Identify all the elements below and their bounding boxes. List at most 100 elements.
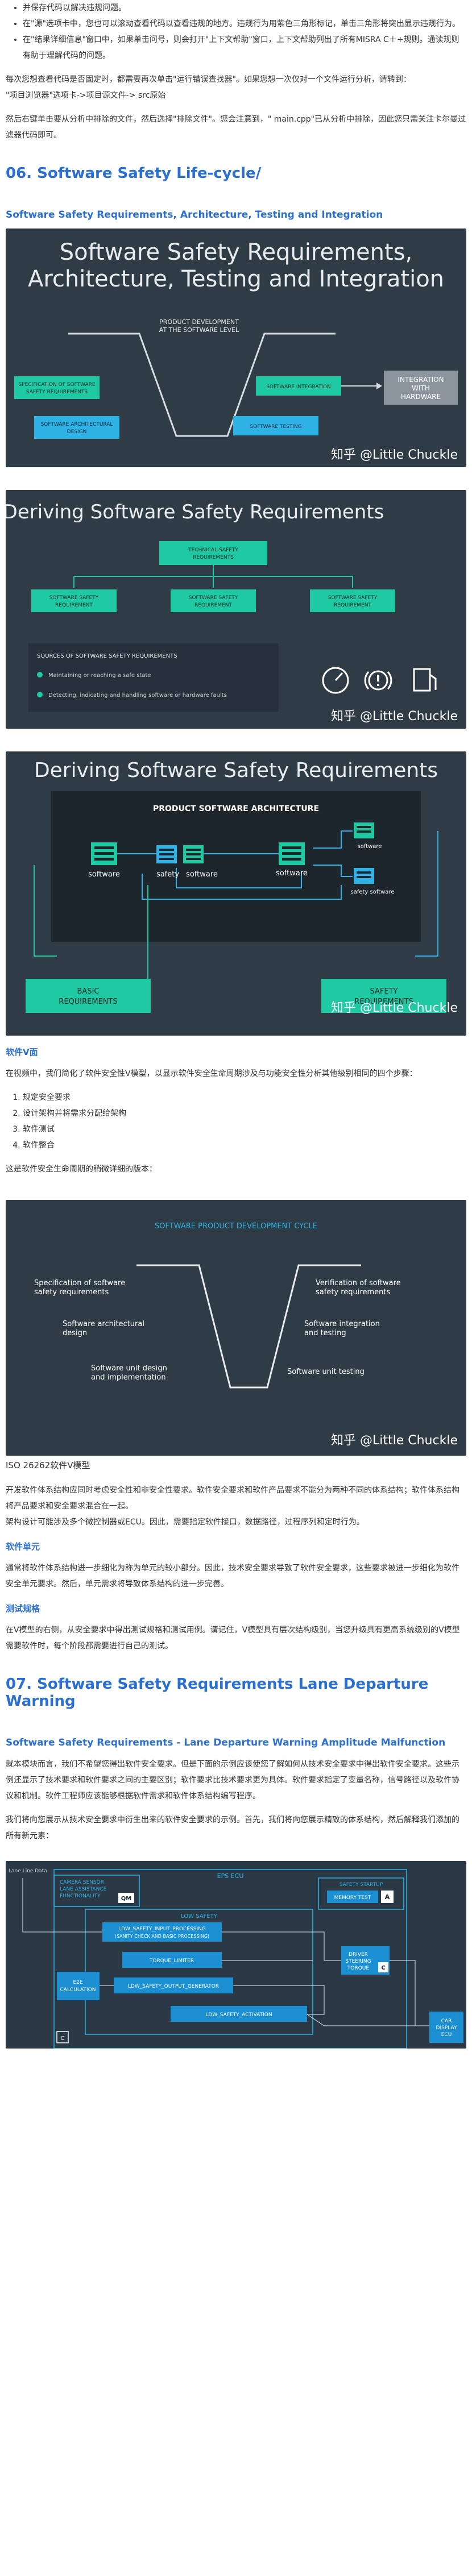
driver-label-3: TORQUE bbox=[347, 1966, 370, 1971]
subheading-architecture: Software Safety Requirements, Architectu… bbox=[6, 209, 383, 221]
architecture-panel bbox=[51, 791, 421, 942]
left-label-1b: safety requirements bbox=[34, 1288, 109, 1297]
fuel-hose-icon bbox=[429, 674, 437, 690]
v-model-overview-diagram: Software Safety Requirements, Architectu… bbox=[6, 228, 466, 467]
box-hw-label-3: HARDWARE bbox=[401, 393, 441, 401]
figure-iso-26262-v-model: SOFTWARE PRODUCT DEVELOPMENT CYCLE Speci… bbox=[6, 1200, 466, 1456]
watermark: 知乎 @Little Chuckle bbox=[331, 1001, 458, 1015]
v-shape-line bbox=[68, 333, 336, 437]
paragraph-software-unit: 通常将软件体系结构进一步细化为称为单元的较小部分。因此，技术安全要求导致了软件安… bbox=[6, 1564, 459, 1589]
exclamation-icon bbox=[377, 675, 379, 682]
sw-label-2: safety bbox=[156, 870, 179, 879]
software-block-4 bbox=[354, 822, 374, 838]
box-spec-label-1: SPECIFICATION OF SOFTWARE bbox=[18, 382, 95, 388]
torque-limiter-box bbox=[122, 1952, 222, 1968]
e2e-label-2: CALCULATION bbox=[60, 1987, 96, 1993]
v-shape-line bbox=[136, 1264, 361, 1389]
input-processing-label-2: (SANITY CHECK AND BASIC PROCESSING) bbox=[115, 1934, 209, 1939]
e2e-label-1: E2E bbox=[73, 1980, 82, 1985]
heading-software-unit: 软件单元 bbox=[6, 1542, 40, 1552]
basic-label-1: BASIC bbox=[77, 987, 100, 996]
list-item: 并保存代码以解决违规问题。 bbox=[23, 0, 466, 16]
paragraph-ldw-1: 就本模块而言，我们不希望您得出软件安全要求。但是下面的示例应该使您了解如何从技术… bbox=[6, 1760, 459, 1801]
paragraph-dev-1: 开发软件体系结构应同时考虑安全性和非安全性要求。软件安全要求和软件产品要求不能分… bbox=[6, 1486, 459, 1511]
architecture-connectors bbox=[114, 830, 353, 900]
watermark: 知乎 @Little Chuckle bbox=[331, 1434, 458, 1448]
center-label-line-1: PRODUCT DEVELOPMENT bbox=[159, 318, 239, 326]
signal-lines bbox=[22, 1878, 429, 2026]
software-block-2 bbox=[183, 845, 204, 863]
warning-circle-icon bbox=[368, 670, 388, 691]
box-integration-label: SOFTWARE INTEGRATION bbox=[266, 384, 331, 390]
box-tech-label-2: REQUIREMENTS bbox=[193, 555, 234, 560]
memory-asil-tag bbox=[381, 1891, 394, 1903]
left-label-2a: Software architectural bbox=[63, 1320, 144, 1328]
paragraph-dev-2: 架构设计可能涉及多个微控制器或ECU。因此，需要指定软件接口，数据路径，过程序列… bbox=[6, 1518, 365, 1527]
heading-test-spec: 测试规格 bbox=[6, 1603, 40, 1614]
asil-c-tag bbox=[56, 2031, 69, 2043]
right-label-3: Software unit testing bbox=[287, 1368, 365, 1376]
sw-label-6: safety software bbox=[351, 889, 395, 895]
safety-requirements-box bbox=[321, 979, 446, 1013]
activation-box bbox=[171, 2006, 307, 2022]
gauge-needle-icon bbox=[334, 672, 343, 682]
eps-ecu-boundary bbox=[53, 1869, 407, 2049]
e2e-calc-box bbox=[57, 1972, 100, 2000]
box-spec-label-2: SAFETY REQUIREMENTS bbox=[26, 389, 88, 395]
paragraph-run-check: 每次您想查看代码是否固定时，都需要再次单击"运行错误查找器"。如果您想一次仅对一… bbox=[6, 75, 411, 84]
driver-label-2: STEERING bbox=[345, 1959, 371, 1964]
box-tech-label-1: TECHNICAL SAFETY bbox=[188, 547, 238, 553]
car-label-3: ECU bbox=[441, 2032, 452, 2038]
list-item: 规定安全要求 bbox=[23, 1090, 466, 1106]
camera-label-3: FUNCTIONALITY bbox=[60, 1893, 101, 1899]
sources-title: SOURCES OF SOFTWARE SAFETY REQUIREMENTS bbox=[37, 653, 177, 659]
basic-connector bbox=[34, 865, 57, 957]
right-label-1b: safety requirements bbox=[316, 1288, 390, 1297]
box-software-testing bbox=[233, 416, 318, 435]
software-block-3 bbox=[279, 842, 305, 865]
iso-v-model-diagram: SOFTWARE PRODUCT DEVELOPMENT CYCLE Speci… bbox=[6, 1200, 466, 1456]
list-item: 在"源"选项卡中，您也可以滚动查看代码以查看违规的地方。违规行为用紫色三角形标记… bbox=[23, 16, 466, 32]
sw-label-3: software bbox=[186, 870, 218, 879]
architecture-title: PRODUCT SOFTWARE ARCHITECTURE bbox=[153, 804, 319, 813]
output-generator-box bbox=[114, 1977, 233, 1993]
figure-title-line-2: Architecture, Testing and Integration bbox=[28, 266, 444, 292]
figure-title: Deriving Software Safety Requirements bbox=[6, 501, 384, 523]
box-hw-label-1: INTEGRATION bbox=[398, 376, 444, 384]
list-item: 软件测试 bbox=[23, 1121, 466, 1137]
architecture-requirements-diagram: Deriving Software Safety Requirements PR… bbox=[6, 751, 466, 1036]
safety-block bbox=[156, 845, 177, 863]
req-2-label-1: SOFTWARE SAFETY bbox=[189, 595, 238, 601]
speed-gauge-icon bbox=[322, 667, 349, 694]
safety-connector bbox=[415, 831, 438, 957]
box-testing-label: SOFTWARE TESTING bbox=[250, 424, 301, 430]
car-display-box bbox=[429, 2012, 463, 2043]
car-hazard-icons bbox=[322, 667, 437, 694]
ldw-architecture-diagram: EPS ECU Lane Line Data CAMERA SENSOR LAN… bbox=[6, 1861, 466, 2049]
figure-title: Deriving Software Safety Requirements bbox=[34, 759, 438, 782]
camera-sensor-box bbox=[53, 1875, 140, 1907]
input-label: Lane Line Data bbox=[9, 1868, 47, 1874]
box-sw-requirement-3 bbox=[310, 589, 395, 612]
subheading-ldw: Software Safety Requirements - Lane Depa… bbox=[6, 1737, 446, 1748]
v-steps-list: 规定安全要求 设计架构并将需求分配给架构 软件测试 软件整合 bbox=[6, 1090, 466, 1153]
eps-ecu-label: EPS ECU bbox=[217, 1872, 244, 1880]
activation-label: LDW_SAFETY_ACTIVATION bbox=[205, 2012, 272, 2018]
box-software-integration bbox=[256, 376, 341, 396]
left-label-2b: design bbox=[63, 1329, 87, 1337]
list-item: 在"结果详细信息"窗口中，如果单击问号，则会打开"上下文帮助"窗口，上下文帮助列… bbox=[23, 32, 466, 64]
figure-architecture-requirements: Deriving Software Safety Requirements PR… bbox=[6, 751, 466, 1036]
memory-asil-label: A bbox=[385, 1893, 390, 1901]
connector-lines bbox=[73, 565, 353, 588]
article-content: 并保存代码以解决违规问题。 在"源"选项卡中，您也可以滚动查看代码以查看违规的地… bbox=[0, 0, 472, 2049]
paragraph-v-model-2: 这是软件安全生命周期的稍微详细的版本： bbox=[6, 1165, 157, 1174]
driver-asil-tag bbox=[378, 1962, 388, 1972]
sw-label-5: software bbox=[358, 844, 382, 850]
section-heading-lifecycle: 06. Software Safety Life-cycle/ bbox=[6, 165, 262, 182]
source-item-2: Detecting, indicating and handling softw… bbox=[48, 692, 227, 699]
sw-label-1: software bbox=[88, 870, 120, 879]
bullet-dot-icon bbox=[37, 672, 43, 678]
req-3-label-1: SOFTWARE SAFETY bbox=[328, 595, 378, 601]
low-safety-label: LOW SAFETY bbox=[181, 1913, 218, 1919]
box-hw-label-2: WITH bbox=[412, 384, 430, 392]
